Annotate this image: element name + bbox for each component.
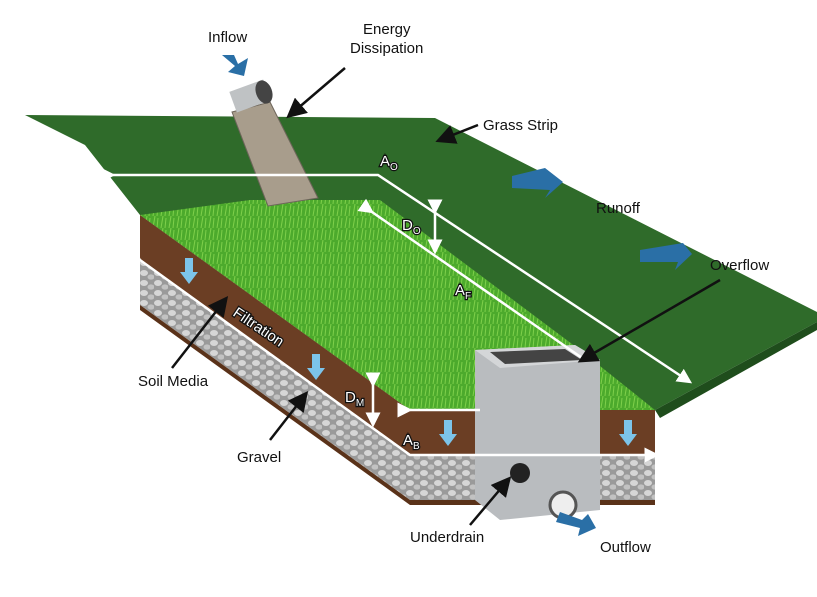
runoff-arrow-icon: [640, 243, 692, 270]
underdrain-label: Underdrain: [410, 529, 484, 546]
outflow-arrow-icon: [556, 512, 596, 536]
water-arrow-icon: [619, 420, 637, 446]
outflow-label: Outflow: [600, 539, 651, 556]
af-label: AF: [455, 282, 471, 302]
runoff-arrow-icon: [512, 168, 563, 198]
soil-media-pointer: [171, 296, 229, 369]
soil-media-label: Soil Media: [138, 373, 209, 390]
gravel-pointer: [269, 391, 309, 441]
underdrain-pipe: [510, 463, 530, 483]
water-arrow-icon: [180, 258, 198, 284]
underdrain-pointer: [469, 476, 512, 526]
energy-dissipation-label-1: Energy: [363, 21, 411, 38]
gravel-label: Gravel: [237, 449, 281, 466]
energy-dissipation-pointer: [286, 67, 346, 119]
energy-dissipation-label-2: Dissipation: [350, 40, 423, 57]
overflow-pointer: [577, 278, 721, 363]
inflow-arrow-icon: [222, 55, 248, 76]
inflow-label: Inflow: [208, 29, 247, 46]
runoff-label: Runoff: [596, 200, 641, 217]
water-arrow-icon: [307, 354, 325, 380]
dm-label: DM: [345, 389, 364, 409]
inlet-pipe: [229, 79, 273, 113]
do-label: DO: [402, 217, 421, 237]
grass-strip-pointer: [435, 123, 479, 144]
ab-line: [125, 246, 660, 463]
overflow-label: Overflow: [710, 257, 769, 274]
grass-strip-edge: [655, 322, 817, 418]
overflow-structure: [475, 345, 600, 520]
water-arrow-icon: [439, 420, 457, 446]
grass-strip-label: Grass Strip: [483, 117, 558, 134]
ab-label: AB: [403, 432, 420, 452]
ao-label: AO: [380, 153, 398, 173]
